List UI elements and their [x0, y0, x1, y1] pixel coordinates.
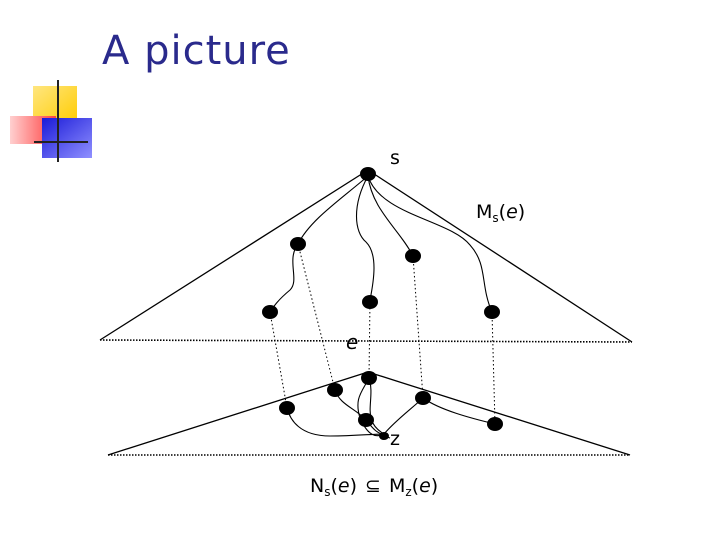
graph-node: [358, 413, 374, 427]
decorative-corner-squares: [10, 80, 92, 162]
label-e: e: [346, 330, 358, 354]
label-s: s: [390, 147, 400, 169]
dotted-connectors: [269, 243, 496, 425]
label-z: z: [390, 428, 400, 450]
graph-node: [262, 305, 278, 319]
upper-nodes: [262, 167, 500, 319]
graph-node: [484, 305, 500, 319]
graph-node: [362, 295, 378, 309]
label-relation: Ns(e)⊆Mz(e): [310, 475, 438, 499]
graph-node: [487, 417, 503, 431]
node-s: [360, 167, 376, 181]
graph-node: [405, 249, 421, 263]
label-ms-e: Ms(e): [476, 201, 525, 225]
graph-node: [290, 237, 306, 251]
slide-title: A picture: [102, 28, 291, 74]
graph-node: [415, 391, 431, 405]
graph-node: [327, 383, 343, 397]
lower-triangle: [107, 371, 631, 456]
graph-node: [279, 401, 295, 415]
deco-blue-square: [42, 118, 92, 158]
graph-node: [361, 371, 377, 385]
z-pointer-line: [383, 435, 391, 439]
lower-nodes: [279, 371, 503, 440]
upper-triangle: [99, 169, 633, 343]
